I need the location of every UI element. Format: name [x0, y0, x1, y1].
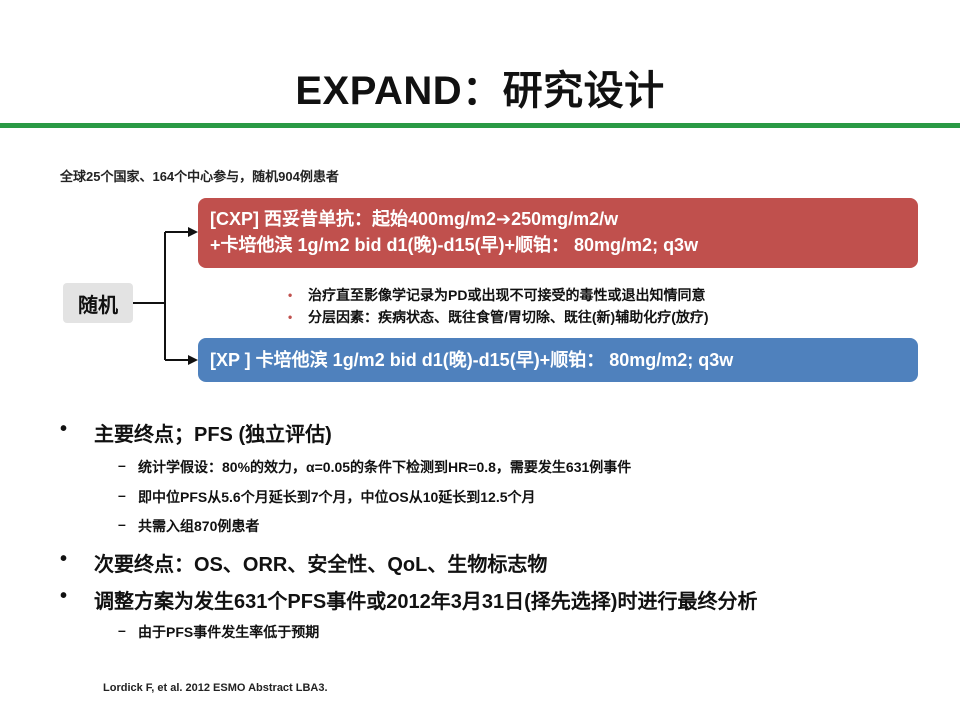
- reference-citation: Lordick F, et al. 2012 ESMO Abstract LBA…: [103, 682, 328, 694]
- arm-xp-line-1: [XP ] 卡培他滨 1g/m2 bid d1(晚)-d15(早)+顺铂： 80…: [210, 350, 734, 370]
- note-bullet-icon: •: [288, 310, 293, 324]
- bullet-icon: •: [60, 418, 68, 440]
- adjustment-text: 调整方案为发生631个PFS事件或2012年3月31日(择先选择)时进行最终分析: [94, 591, 758, 613]
- treatment-notes: • 治疗直至影像学记录为PD或出现不可接受的毒性或退出知情同意 • 分层因素：疾…: [288, 284, 709, 328]
- randomize-label: 随机: [78, 294, 118, 317]
- primary-sub-text: 共需入组870例患者: [138, 518, 260, 534]
- dash-icon: –: [118, 516, 126, 532]
- note-text: 分层因素：疾病状态、既往食管/胃切除、既往(新)辅助化疗(放疗): [308, 309, 709, 325]
- primary-sub-text: 统计学假设：80%的效力，α=0.05的条件下检测到HR=0.8，需要发生631…: [138, 459, 632, 475]
- arm-cxp-line-2: +卡培他滨 1g/m2 bid d1(晚)-d15(早)+顺铂： 80mg/m2…: [210, 235, 699, 255]
- arrow-head-cxp: [188, 227, 198, 237]
- title-divider: [0, 123, 960, 128]
- bullet-icon: •: [60, 548, 68, 570]
- arm-cxp-box: [CXP] 西妥昔单抗：起始400mg/m2➔250mg/m2/w +卡培他滨 …: [198, 198, 918, 268]
- study-intro: 全球25个国家、164个中心参与，随机904例患者: [60, 169, 339, 184]
- bullet-icon: •: [60, 585, 68, 607]
- dash-icon: –: [118, 487, 126, 503]
- randomize-box: 随机: [63, 283, 133, 323]
- adjustment-sub-text: 由于PFS事件发生率低于预期: [138, 624, 320, 640]
- primary-endpoint-text: 主要终点；PFS (独立评估): [94, 424, 332, 446]
- arm-cxp-line-1: [CXP] 西妥昔单抗：起始400mg/m2➔250mg/m2/w: [210, 209, 619, 229]
- secondary-endpoint-text: 次要终点：OS、ORR、安全性、QoL、生物标志物: [94, 554, 548, 576]
- slide-title: EXPAND：研究设计: [295, 69, 665, 113]
- dash-icon: –: [118, 622, 126, 638]
- arm-xp-box: [XP ] 卡培他滨 1g/m2 bid d1(晚)-d15(早)+顺铂： 80…: [198, 338, 918, 382]
- note-item: • 分层因素：疾病状态、既往食管/胃切除、既往(新)辅助化疗(放疗): [288, 306, 709, 328]
- primary-sub-text: 即中位PFS从5.6个月延长到7个月，中位OS从10延长到12.5个月: [138, 489, 536, 505]
- note-bullet-icon: •: [288, 288, 293, 302]
- note-item: • 治疗直至影像学记录为PD或出现不可接受的毒性或退出知情同意: [288, 284, 709, 306]
- dash-icon: –: [118, 457, 126, 473]
- note-text: 治疗直至影像学记录为PD或出现不可接受的毒性或退出知情同意: [308, 287, 706, 303]
- arrow-head-xp: [188, 355, 198, 365]
